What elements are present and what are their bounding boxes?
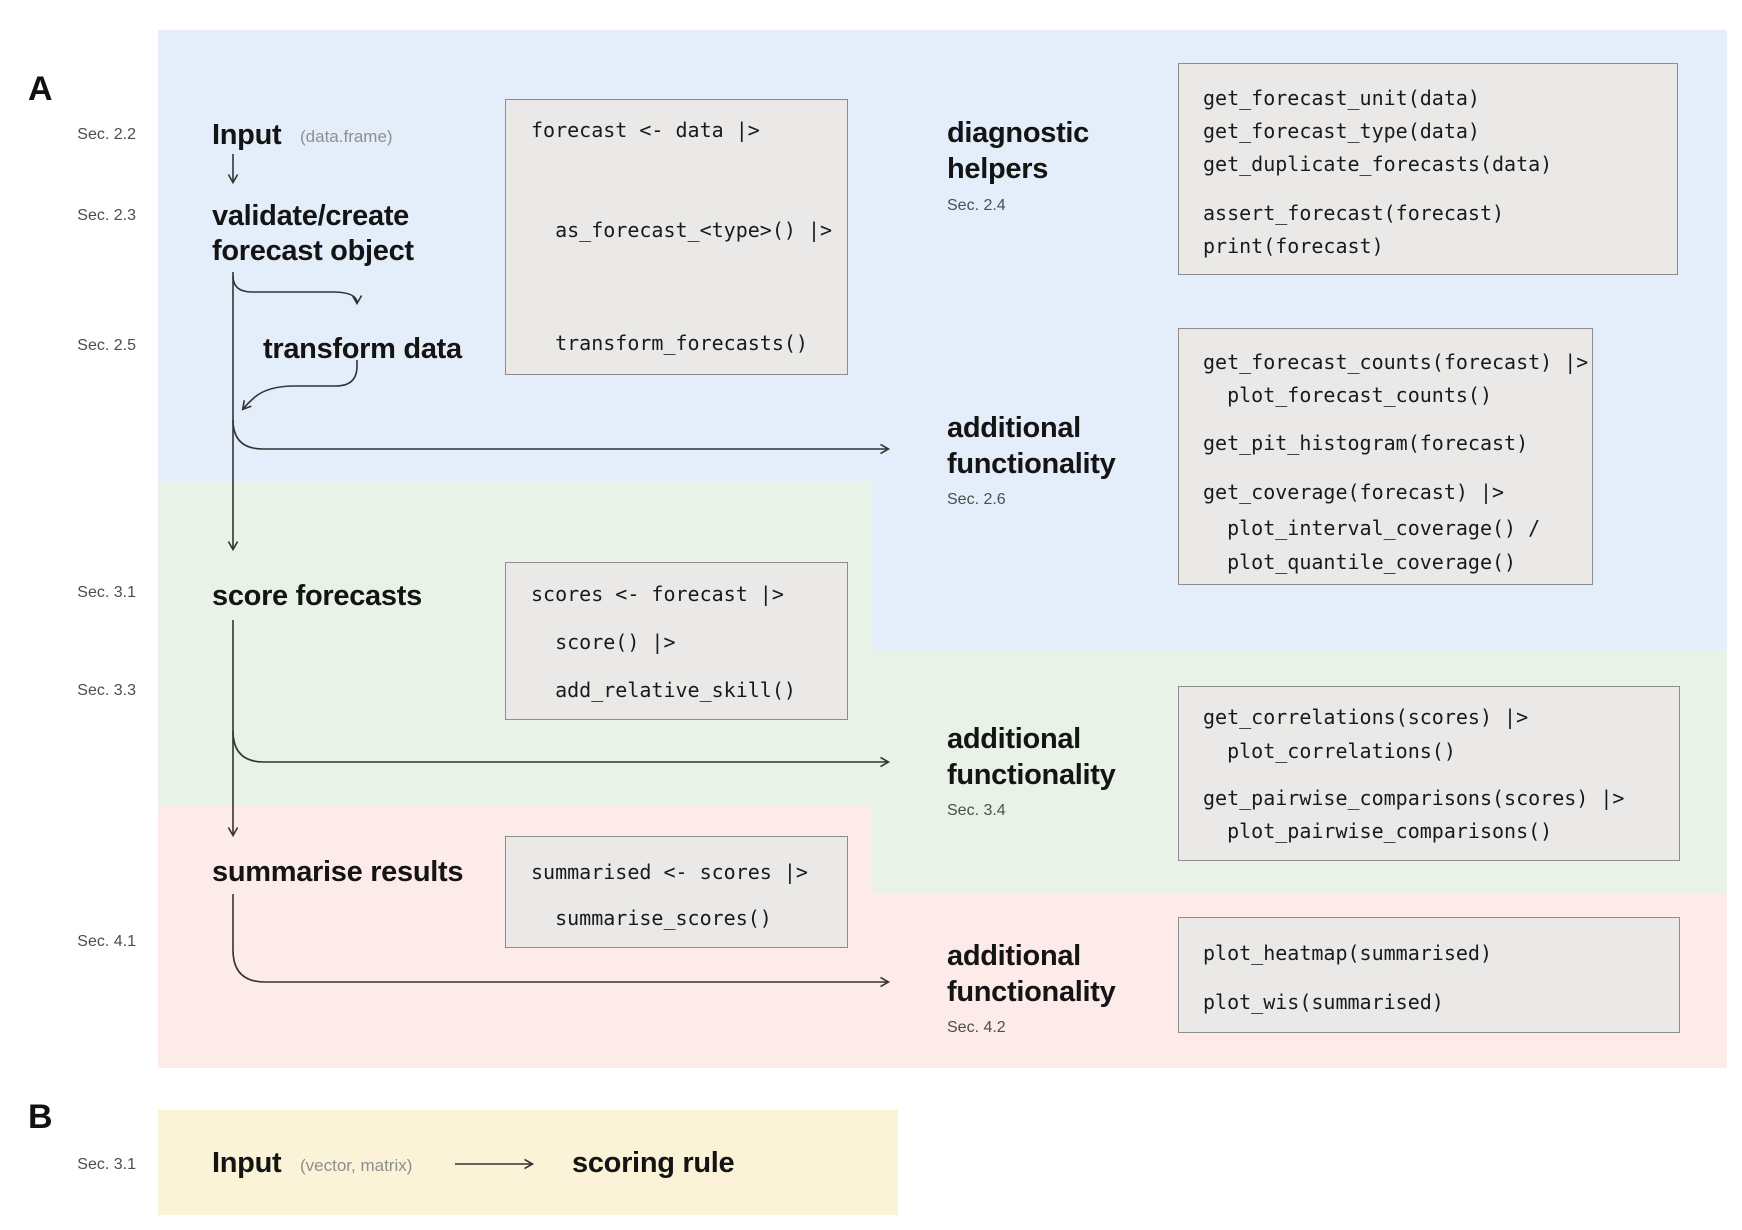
code-line: plot_wis(summarised) — [1203, 990, 1444, 1014]
side-label-additional-functionality-2: additional functionality — [947, 721, 1116, 793]
code-line: get_forecast_counts(forecast) |> — [1203, 350, 1589, 374]
code-box-score — [505, 562, 848, 720]
section-label-2-6: Sec. 2.6 — [947, 491, 1006, 508]
code-line: plot_quantile_coverage() — [1203, 550, 1517, 574]
section-label-2-3: Sec. 2.3 — [77, 207, 136, 224]
code-line: transform_forecasts() — [531, 331, 808, 355]
side-label-af3-line2: functionality — [947, 976, 1116, 1008]
side-label-diagnostic-helpers: diagnostic helpers — [947, 115, 1089, 187]
section-label-3-1: Sec. 3.1 — [77, 584, 136, 601]
side-label-af2-line2: functionality — [947, 759, 1116, 791]
code-line: score() |> — [531, 630, 676, 654]
code-line: add_relative_skill() — [531, 678, 796, 702]
code-line: get_forecast_type(data) — [1203, 119, 1480, 143]
code-line: assert_forecast(forecast) — [1203, 201, 1505, 225]
code-box-additional-pink — [1178, 917, 1680, 1033]
code-box-diagnostic-helpers — [1178, 63, 1678, 275]
side-label-diagnostic-line2: helpers — [947, 153, 1049, 185]
side-label-af1-line2: functionality — [947, 448, 1116, 480]
code-line: as_forecast_<type>() |> — [531, 218, 833, 242]
code-line: plot_interval_coverage() / — [1203, 516, 1541, 540]
side-label-af2-line1: additional — [947, 723, 1081, 755]
flow-step-input-type: (data.frame) — [300, 127, 393, 146]
side-label-af3-line1: additional — [947, 940, 1081, 972]
side-label-diagnostic-line1: diagnostic — [947, 117, 1090, 149]
section-label-2-2: Sec. 2.2 — [77, 126, 136, 143]
code-line: forecast <- data |> — [531, 118, 760, 142]
section-label-3-4: Sec. 3.4 — [947, 802, 1006, 819]
code-line: print(forecast) — [1203, 234, 1384, 258]
flow-step-score: score forecasts — [212, 580, 422, 612]
code-box-additional-green — [1178, 686, 1680, 861]
flow-step-validate-line1: validate/create — [212, 200, 410, 232]
flow-step-summarise: summarise results — [212, 856, 464, 888]
code-line: get_coverage(forecast) |> — [1203, 480, 1505, 504]
panelb-input: Input — [212, 1147, 282, 1179]
code-line: get_forecast_unit(data) — [1203, 86, 1480, 110]
code-line: plot_pairwise_comparisons() — [1203, 819, 1553, 843]
code-line: get_pit_histogram(forecast) — [1203, 431, 1529, 455]
panelb-scoring-rule: scoring rule — [572, 1147, 735, 1179]
panelb-input-type: (vector, matrix) — [300, 1156, 413, 1175]
side-label-af1-line1: additional — [947, 412, 1081, 444]
section-label-b-3-1: Sec. 3.1 — [77, 1156, 136, 1173]
flow-step-transform: transform data — [263, 333, 462, 365]
code-line: get_correlations(scores) |> — [1203, 705, 1529, 729]
section-label-4-1: Sec. 4.1 — [77, 933, 136, 950]
panel-a-label: A — [28, 70, 53, 108]
flow-step-validate-line2: forecast object — [212, 235, 414, 267]
code-box-create-forecast — [505, 99, 848, 375]
code-line: scores <- forecast |> — [531, 582, 784, 606]
code-line: summarise_scores() — [531, 906, 772, 930]
code-box-additional-blue — [1178, 328, 1593, 585]
flow-step-validate: validate/create forecast object — [212, 199, 414, 269]
code-box-summarise — [505, 836, 848, 948]
panel-b-label: B — [28, 1098, 53, 1136]
section-label-2-5: Sec. 2.5 — [77, 337, 136, 354]
flow-step-input: Input — [212, 119, 282, 151]
code-line: plot_forecast_counts() — [1203, 383, 1492, 407]
code-line: get_pairwise_comparisons(scores) |> — [1203, 786, 1625, 810]
section-label-4-2: Sec. 4.2 — [947, 1019, 1006, 1036]
code-line: get_duplicate_forecasts(data) — [1203, 152, 1553, 176]
side-label-additional-functionality-1: additional functionality — [947, 410, 1116, 482]
code-line: summarised <- scores |> — [531, 860, 808, 884]
section-label-3-3: Sec. 3.3 — [77, 682, 136, 699]
code-line: plot_heatmap(summarised) — [1203, 941, 1492, 965]
side-label-additional-functionality-3: additional functionality — [947, 938, 1116, 1010]
code-line: plot_correlations() — [1203, 739, 1456, 763]
section-label-2-4: Sec. 2.4 — [947, 197, 1006, 214]
